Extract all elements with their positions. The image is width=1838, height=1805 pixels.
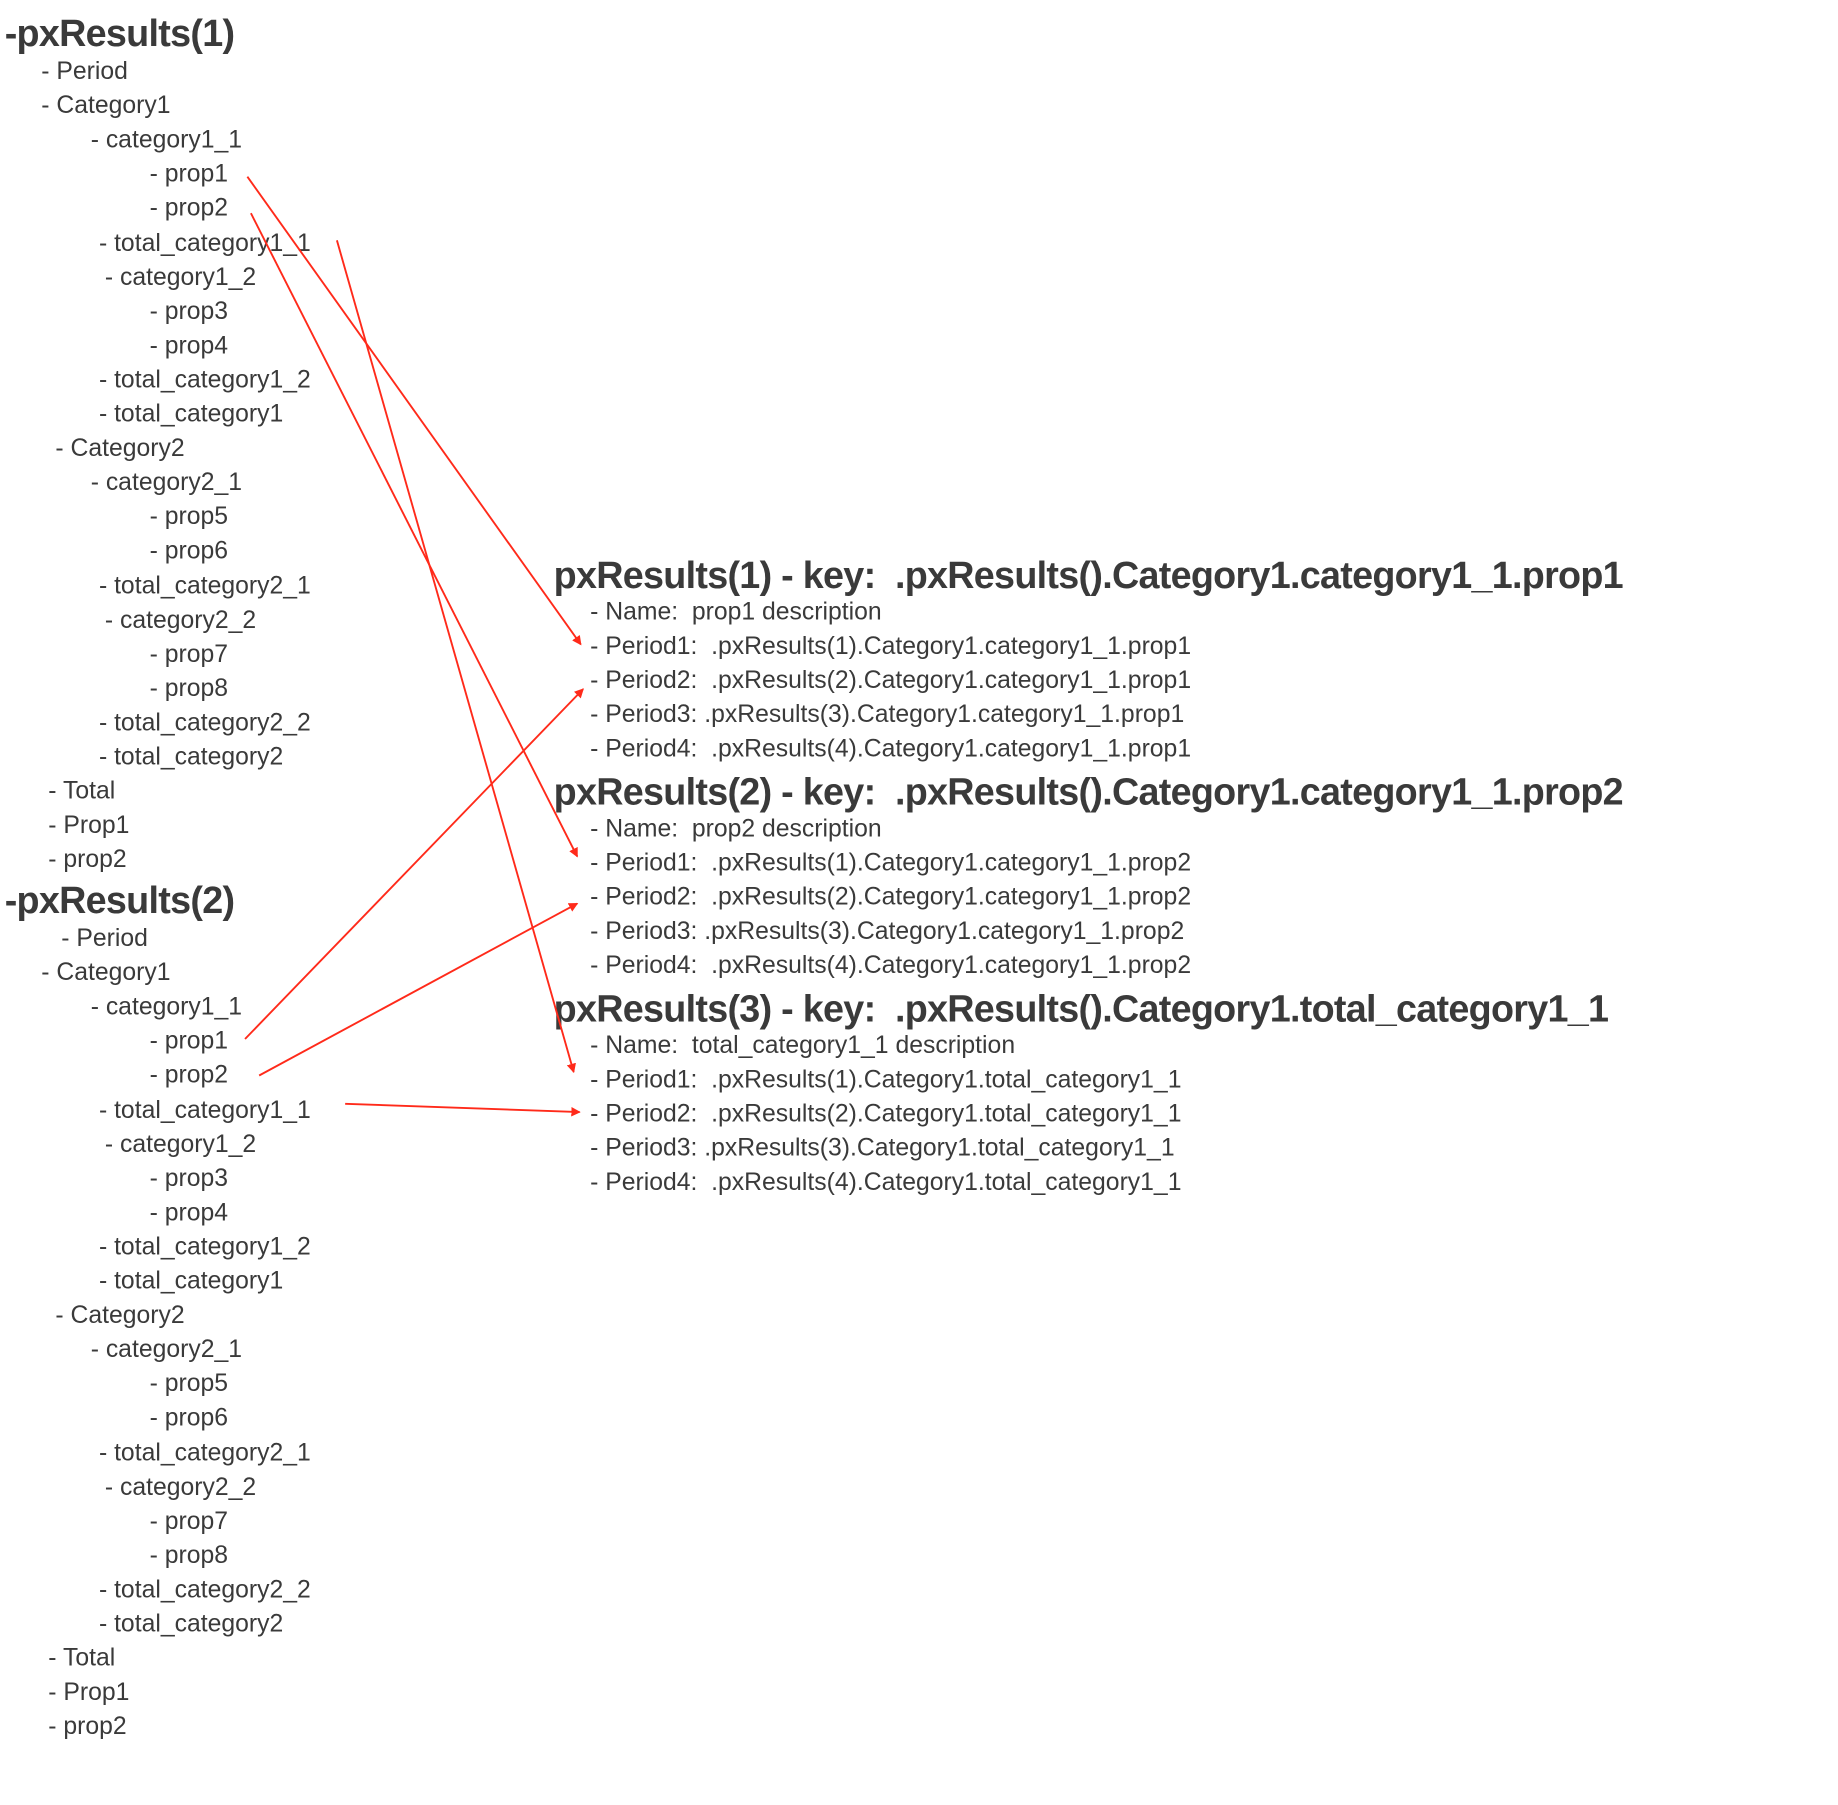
tree-item: - total_category2_1 (98, 571, 311, 600)
result-line: - Name: prop1 description (590, 598, 882, 626)
mapping-arrow (258, 902, 579, 1077)
result-block-title: pxResults(2) - key: .pxResults().Categor… (553, 770, 1624, 813)
tree-item: - category1_1 (90, 126, 242, 154)
tree-item: - prop3 (149, 297, 228, 325)
tree-item: - Prop1 (48, 1678, 130, 1706)
result-line: - Period2: .pxResults(2).Category1.total… (590, 1100, 1182, 1128)
tree-item: - prop1 (149, 160, 228, 188)
result-line: - Period3: .pxResults(3).Category1.categ… (590, 917, 1185, 945)
tree-item: - category1_2 (104, 263, 257, 291)
mapping-arrow (336, 240, 576, 1074)
tree-item: - total_category2 (98, 743, 284, 771)
tree-item: - total_category1_1 (98, 229, 311, 257)
tree-item: - category1_2 (104, 1130, 257, 1158)
tree-title: -pxResults(2) (4, 878, 235, 922)
tree-item: - prop6 (149, 537, 228, 565)
result-line: - Period1: .pxResults(1).Category1.categ… (590, 632, 1192, 660)
tree-item: - Total (48, 1644, 116, 1672)
tree-item: - category2_1 (90, 469, 242, 497)
tree-item: - total_category2 (98, 1610, 284, 1638)
tree-item: - category1_1 (90, 993, 242, 1021)
tree-item: - Total (48, 777, 116, 805)
tree-item: - prop5 (149, 503, 228, 531)
tree-item: - total_category2_2 (98, 1576, 311, 1604)
tree-item: - prop3 (149, 1164, 228, 1192)
result-line: - Period3: .pxResults(3).Category1.categ… (590, 700, 1185, 729)
tree-item: - prop7 (149, 1507, 228, 1535)
tree-item: - Prop1 (48, 811, 130, 839)
tree-item: - total_category1_1 (98, 1096, 311, 1124)
tree-item: - prop4 (149, 1198, 228, 1227)
result-line: - Period2: .pxResults(2).Category1.categ… (590, 666, 1192, 694)
tree-title: -pxResults(1) (4, 11, 235, 55)
tree-item: - total_category1 (98, 400, 284, 428)
tree-item: - Category2 (55, 434, 185, 462)
result-line: - Period2: .pxResults(2).Category1.categ… (590, 883, 1192, 911)
tree-item: - Category1 (41, 959, 171, 987)
mapping-arrow (345, 1102, 581, 1117)
tree-item: - prop7 (149, 640, 228, 668)
tree-item: - Category2 (55, 1301, 185, 1329)
tree-item: - prop8 (149, 1541, 228, 1569)
tree-item: - total_category2_1 (98, 1438, 311, 1467)
result-line: - Period1: .pxResults(1).Category1.total… (590, 1066, 1182, 1094)
tree-item: - prop4 (149, 331, 228, 360)
tree-item: - total_category2_2 (98, 709, 311, 737)
tree-item: - Category1 (41, 91, 171, 120)
tree-item: - prop2 (149, 194, 228, 222)
result-block-title: pxResults(3) - key: .pxResults().Categor… (553, 987, 1609, 1030)
mapping-arrow (246, 176, 582, 646)
tree-item: - Period (61, 924, 148, 952)
result-line: - Name: prop2 description (590, 815, 882, 843)
tree-item: - prop1 (149, 1027, 228, 1055)
tree-item: - Period (41, 57, 128, 85)
tree-item: - total_category1 (98, 1267, 284, 1295)
tree-item: - prop8 (149, 674, 228, 702)
result-block-title: pxResults(1) - key: .pxResults().Categor… (553, 553, 1624, 597)
result-line: - Period4: .pxResults(4).Category1.categ… (590, 951, 1192, 979)
tree-item: - category2_2 (104, 1473, 257, 1501)
result-line: - Name: total_category1_1 description (590, 1031, 1016, 1060)
tree-item: - category2_2 (104, 606, 257, 634)
result-line: - Period4: .pxResults(4).Category1.total… (590, 1168, 1182, 1196)
tree-item: - prop6 (149, 1404, 228, 1432)
tree-item: - prop2 (48, 1713, 127, 1741)
tree-item: - prop2 (48, 846, 127, 874)
mapping-arrow (250, 212, 579, 858)
result-line: - Period4: .pxResults(4).Category1.categ… (590, 735, 1192, 763)
tree-item: - prop2 (149, 1061, 228, 1089)
tree-item: - prop5 (149, 1370, 228, 1398)
mapping-arrow (244, 688, 584, 1040)
tree-item: - total_category1_2 (98, 366, 311, 394)
result-line: - Period3: .pxResults(3).Category1.total… (590, 1134, 1175, 1162)
tree-item: - total_category1_2 (98, 1233, 311, 1261)
tree-item: - category2_1 (90, 1336, 242, 1364)
result-line: - Period1: .pxResults(1).Category1.categ… (590, 849, 1192, 877)
